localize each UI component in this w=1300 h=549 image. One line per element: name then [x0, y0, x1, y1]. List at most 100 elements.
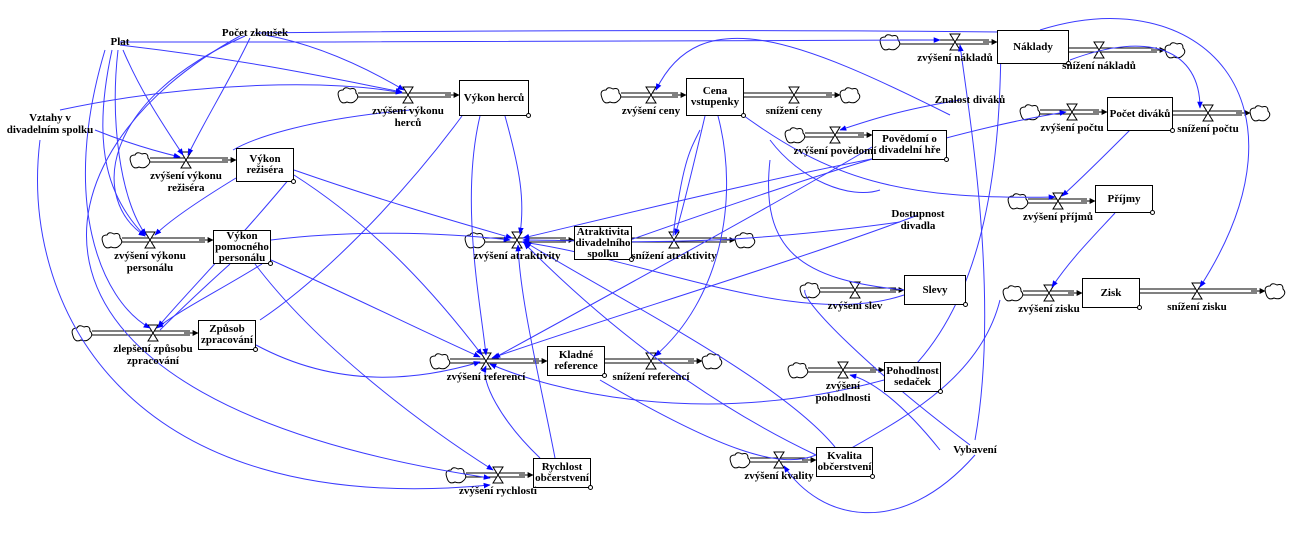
- link-influence[interactable]: [159, 263, 231, 331]
- link-influence[interactable]: [119, 44, 403, 94]
- link-influence[interactable]: [654, 115, 728, 357]
- flow-zvyseni-slev[interactable]: zvýšení slev: [827, 300, 883, 312]
- link-influence[interactable]: [114, 49, 147, 236]
- flow-zvyseni-kvality[interactable]: zvýšení kvality: [744, 470, 814, 482]
- link-influence[interactable]: [840, 299, 1001, 455]
- link-influence[interactable]: [1061, 129, 1131, 197]
- link-influence[interactable]: [102, 49, 146, 237]
- link-influence[interactable]: [254, 263, 494, 471]
- link-influence[interactable]: [655, 37, 951, 116]
- link-influence[interactable]: [255, 344, 481, 378]
- flow-zvyseni-povedomi[interactable]: zvýšení povědomí: [793, 145, 877, 157]
- valve-icon: [492, 466, 504, 484]
- link-influence[interactable]: [899, 41, 1002, 381]
- link-influence[interactable]: [86, 35, 491, 480]
- link-influence[interactable]: [37, 139, 491, 490]
- link-influence[interactable]: [187, 37, 251, 156]
- link-influence[interactable]: [504, 115, 524, 235]
- flow-snizeni-nakladu[interactable]: snížení nákladů: [1062, 60, 1136, 72]
- link-influence[interactable]: [493, 146, 873, 359]
- link-influence[interactable]: [270, 232, 511, 243]
- stock-pocet-divaku[interactable]: Počet diváků: [1107, 97, 1173, 131]
- link-influence[interactable]: [232, 109, 411, 151]
- link-influence[interactable]: [674, 115, 706, 236]
- stock-prijmy[interactable]: Příjmy: [1095, 185, 1153, 213]
- link-influence[interactable]: [783, 454, 976, 514]
- link-influence[interactable]: [264, 34, 405, 91]
- stock-vykon-hercu[interactable]: Výkon herců: [459, 80, 529, 116]
- flow-zvyseni-rychlosti[interactable]: zvýšení rychlosti: [459, 485, 537, 497]
- link-influence[interactable]: [259, 115, 463, 321]
- flow-snizeni-poctu[interactable]: snížení počtu: [1177, 123, 1239, 135]
- link-influence[interactable]: [1069, 45, 1203, 109]
- link-influence[interactable]: [119, 37, 941, 43]
- stock-zisk[interactable]: Zisk: [1082, 278, 1140, 308]
- link-influence[interactable]: [1039, 18, 1250, 288]
- link-influence[interactable]: [849, 373, 941, 451]
- flow-zvyseni-ceny[interactable]: zvýšení ceny: [621, 105, 681, 117]
- link-influence[interactable]: [804, 289, 971, 446]
- link-influence[interactable]: [768, 159, 906, 291]
- stock-handle-icon: [526, 113, 531, 118]
- flow-snizeni-zisku[interactable]: snížení zisku: [1167, 301, 1227, 313]
- flow-snizeni-referenci[interactable]: snížení referencí: [612, 371, 690, 383]
- link-influence[interactable]: [293, 169, 513, 239]
- link-influence[interactable]: [85, 49, 151, 329]
- stock-naklady[interactable]: Náklady: [997, 30, 1069, 64]
- link-influence[interactable]: [293, 174, 483, 356]
- link-influence[interactable]: [522, 221, 901, 243]
- flow-snizeni-atraktivity[interactable]: snížení atraktivity: [631, 250, 717, 262]
- link-influence[interactable]: [839, 99, 961, 131]
- link-influence[interactable]: [470, 115, 489, 356]
- link-influence[interactable]: [672, 129, 701, 237]
- flow-zvyseni-poctu[interactable]: zvýšení počtu: [1040, 122, 1104, 134]
- link-influence[interactable]: [769, 139, 881, 194]
- stock-slevy[interactable]: Slevy: [904, 275, 966, 305]
- link-influence[interactable]: [523, 242, 817, 456]
- link-influence[interactable]: [735, 109, 1056, 200]
- link-influence[interactable]: [157, 177, 291, 328]
- link-influence[interactable]: [154, 177, 237, 236]
- flow-zvyseni-zisku[interactable]: zvýšení zisku: [1018, 303, 1080, 315]
- link-influence[interactable]: [515, 244, 556, 459]
- aux-vybaveni[interactable]: Vybavení: [953, 444, 997, 456]
- link-influence[interactable]: [122, 49, 184, 156]
- link-influence[interactable]: [629, 110, 1067, 241]
- flow-snizeni-ceny[interactable]: snížení ceny: [765, 105, 823, 117]
- link-influence[interactable]: [156, 263, 263, 329]
- flow-zvyseni-referenci[interactable]: zvýšení referencí: [446, 371, 526, 383]
- link-influence[interactable]: [254, 30, 1001, 34]
- link-influence[interactable]: [599, 379, 817, 461]
- link-influence[interactable]: [113, 35, 246, 237]
- link-influence[interactable]: [524, 241, 836, 448]
- flow-zvyseni-nakladu[interactable]: zvýšení nákladů: [917, 52, 993, 64]
- link-influence[interactable]: [491, 214, 919, 359]
- link-influence[interactable]: [270, 259, 481, 358]
- aux-plat[interactable]: Plat: [110, 36, 130, 48]
- flow-zvyseni-prijmu[interactable]: zvýšení příjmů: [1023, 211, 1093, 223]
- link-influence[interactable]: [489, 363, 885, 405]
- link-influence[interactable]: [1051, 212, 1116, 288]
- aux-pocet-zkousek[interactable]: Počet zkoušek: [221, 27, 289, 39]
- aux-znalost-divaku[interactable]: Znalost diváků: [934, 94, 1006, 106]
- link-influence[interactable]: [958, 44, 986, 441]
- flow-zvyseni-atraktivity[interactable]: zvýšení atraktivity: [473, 250, 561, 262]
- link-influence[interactable]: [480, 365, 541, 459]
